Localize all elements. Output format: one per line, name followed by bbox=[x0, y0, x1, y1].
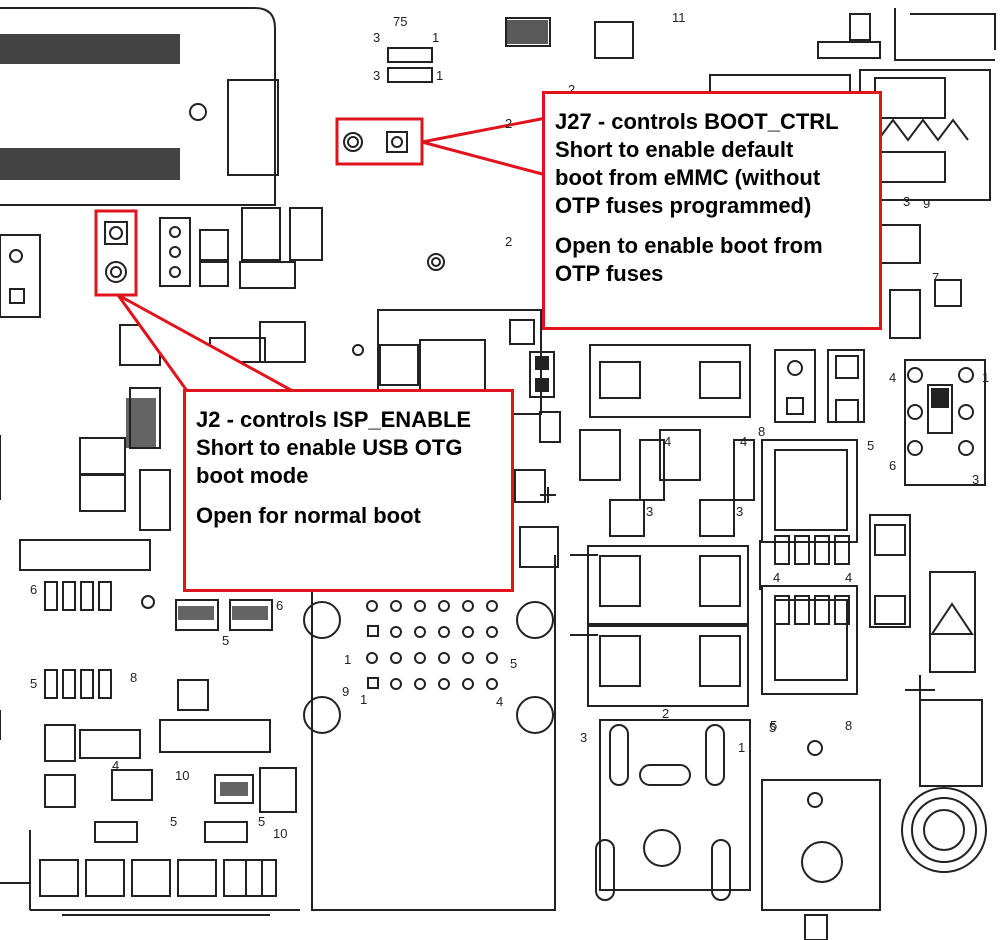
pin-label: 6 bbox=[276, 598, 283, 613]
pin-label: 6 bbox=[30, 582, 37, 597]
j27-short-line: Short to enable default bbox=[555, 137, 794, 162]
j27-open-line: OTP fuses bbox=[555, 261, 664, 286]
j27-short-line: boot from eMMC (without bbox=[555, 165, 821, 190]
pin-label: 5 bbox=[258, 814, 265, 829]
pin-label: 4 bbox=[664, 434, 671, 449]
pin-label: 3 bbox=[646, 504, 653, 519]
pin-label: 8 bbox=[130, 670, 137, 685]
pin-label: 3 bbox=[736, 504, 743, 519]
pin-label: 8 bbox=[845, 718, 852, 733]
j2-short-line: Short to enable USB OTG bbox=[196, 435, 463, 460]
pin-label: 5 bbox=[222, 633, 229, 648]
pin-label: 6 bbox=[889, 458, 896, 473]
j27-callout: J27 - controls BOOT_CTRL Short to enable… bbox=[542, 91, 882, 330]
j27-open-line: Open to enable boot from bbox=[555, 233, 823, 258]
pin-label: 4 bbox=[496, 694, 503, 709]
pin-label: 2 bbox=[505, 234, 512, 249]
pin-label: 2 bbox=[568, 82, 575, 97]
pin-label: 1 bbox=[738, 740, 745, 755]
pin-label: 4 bbox=[740, 434, 747, 449]
j2-short-line: boot mode bbox=[196, 463, 309, 488]
pin-label: 5 bbox=[769, 720, 776, 735]
pin-label: 4 bbox=[889, 370, 896, 385]
pcb-dark-fills bbox=[0, 20, 949, 796]
pin-label: 1 bbox=[982, 370, 989, 385]
pin-label: 10 bbox=[273, 826, 287, 841]
j27-short-description: J27 - controls BOOT_CTRL Short to enable… bbox=[555, 108, 867, 220]
pin-label: 1 bbox=[436, 68, 443, 83]
pin-label: 75 bbox=[393, 14, 407, 29]
pin-label: 11 bbox=[672, 10, 686, 25]
j2-heading: J2 - controls ISP_ENABLE bbox=[196, 407, 472, 432]
j2-short-description: J2 - controls ISP_ENABLE Short to enable… bbox=[196, 406, 499, 490]
j2-open-description: Open for normal boot bbox=[196, 502, 499, 530]
pin-label: 7 bbox=[932, 270, 939, 285]
pin-label: 1 bbox=[344, 652, 351, 667]
callout-pointers bbox=[94, 116, 548, 397]
pin-label: 4 bbox=[773, 570, 780, 585]
pin-label: 5 bbox=[770, 718, 777, 733]
j27-pointer bbox=[421, 116, 548, 177]
pin-label: 3 bbox=[972, 472, 979, 487]
j2-callout: J2 - controls ISP_ENABLE Short to enable… bbox=[183, 389, 514, 592]
pin-label: 10 bbox=[175, 768, 189, 783]
pin-label: 9 bbox=[342, 684, 349, 699]
j27-short-line: OTP fuses programmed) bbox=[555, 193, 812, 218]
j2-pointer bbox=[116, 293, 301, 397]
pin-number-labels: 75 3 1 3 1 11 2 2 2 3 9 7 4 1 6 3 4 4 8 … bbox=[30, 10, 989, 841]
pin-label: 4 bbox=[112, 758, 119, 773]
j27-open-description: Open to enable boot from OTP fuses bbox=[555, 232, 867, 288]
pin-label: 1 bbox=[432, 30, 439, 45]
jumper-pins bbox=[104, 131, 408, 283]
pin-label: 8 bbox=[758, 424, 765, 439]
pin-label: 3 bbox=[903, 194, 910, 209]
pin-label: 5 bbox=[30, 676, 37, 691]
pin-label: 5 bbox=[510, 656, 517, 671]
pin-label: 1 bbox=[360, 692, 367, 707]
pin-label: 3 bbox=[373, 30, 380, 45]
pin-label: 4 bbox=[845, 570, 852, 585]
pin-label: 3 bbox=[373, 68, 380, 83]
pin-label: 3 bbox=[580, 730, 587, 745]
j2-open-line: Open for normal boot bbox=[196, 503, 421, 528]
pin-label: 2 bbox=[662, 706, 669, 721]
j2-highlight-box bbox=[94, 209, 138, 297]
pin-label: 9 bbox=[923, 196, 930, 211]
pin-label: 5 bbox=[867, 438, 874, 453]
j27-heading: J27 - controls BOOT_CTRL bbox=[555, 109, 839, 134]
pin-label: 5 bbox=[170, 814, 177, 829]
pin-label: 2 bbox=[505, 116, 512, 131]
j27-highlight-box bbox=[335, 117, 424, 166]
